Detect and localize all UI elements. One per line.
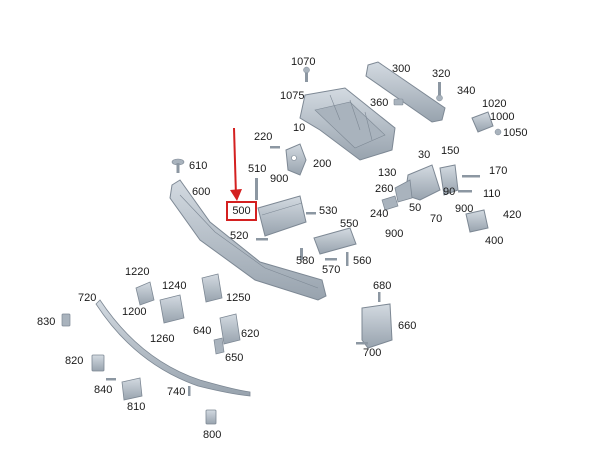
label-150: 150 bbox=[441, 145, 460, 157]
label-580: 580 bbox=[296, 255, 315, 267]
label-1070: 1070 bbox=[291, 56, 316, 68]
label-620: 620 bbox=[241, 328, 260, 340]
label-220: 220 bbox=[254, 131, 273, 143]
label-1250: 1250 bbox=[226, 292, 251, 304]
part-carrier[interactable] bbox=[299, 87, 396, 161]
label-260: 260 bbox=[375, 183, 394, 195]
part-bolt-110[interactable] bbox=[458, 190, 472, 193]
label-10: 10 bbox=[293, 122, 306, 134]
part-cover-660[interactable] bbox=[361, 303, 393, 349]
label-530: 530 bbox=[319, 205, 338, 217]
part-bracket-1000[interactable] bbox=[471, 111, 502, 136]
part-clip-830[interactable] bbox=[61, 313, 71, 327]
part-screw-530[interactable] bbox=[306, 212, 316, 215]
part-bracket-200[interactable] bbox=[285, 143, 307, 176]
label-640: 640 bbox=[193, 325, 212, 337]
label-610: 610 bbox=[189, 160, 208, 172]
part-screw-700[interactable] bbox=[356, 342, 368, 345]
label-680: 680 bbox=[373, 280, 392, 292]
label-830: 830 bbox=[37, 316, 56, 328]
part-bracket-1250[interactable] bbox=[201, 273, 223, 303]
label-840: 840 bbox=[94, 384, 113, 396]
part-bolt-1070[interactable] bbox=[303, 66, 310, 82]
label-500-highlight: 500 bbox=[226, 201, 257, 221]
label-560: 560 bbox=[353, 255, 372, 267]
label-300: 300 bbox=[392, 63, 411, 75]
label-420: 420 bbox=[503, 209, 522, 221]
label-1260: 1260 bbox=[150, 333, 175, 345]
part-screw-220[interactable] bbox=[270, 146, 280, 149]
part-sensor-820[interactable] bbox=[91, 354, 105, 372]
part-clip-260[interactable] bbox=[381, 195, 399, 211]
label-170: 170 bbox=[489, 165, 508, 177]
label-320: 320 bbox=[432, 68, 451, 80]
label-700: 700 bbox=[363, 347, 382, 359]
part-clip-360[interactable] bbox=[393, 98, 404, 106]
label-1200: 1200 bbox=[122, 306, 147, 318]
label-900c: 900 bbox=[455, 203, 474, 215]
part-strip-720[interactable] bbox=[95, 299, 251, 397]
part-screw-520[interactable] bbox=[256, 238, 268, 241]
part-pin-610[interactable] bbox=[171, 158, 185, 173]
label-810: 810 bbox=[127, 401, 146, 413]
label-740: 740 bbox=[167, 386, 186, 398]
label-1240: 1240 bbox=[162, 280, 187, 292]
part-bracket-30[interactable] bbox=[394, 164, 459, 203]
label-1220: 1220 bbox=[125, 266, 150, 278]
label-110: 110 bbox=[483, 188, 501, 200]
label-720: 720 bbox=[78, 292, 97, 304]
label-550: 550 bbox=[340, 218, 359, 230]
label-70: 70 bbox=[430, 213, 443, 225]
part-screw-840[interactable] bbox=[106, 378, 116, 381]
label-900a: 900 bbox=[270, 173, 289, 185]
part-bracket-1200[interactable] bbox=[135, 281, 185, 324]
label-360: 360 bbox=[370, 97, 389, 109]
label-1075: 1075 bbox=[280, 90, 305, 102]
label-340: 340 bbox=[457, 85, 476, 97]
part-beam-600[interactable] bbox=[169, 179, 327, 301]
label-1000: 1000 bbox=[490, 111, 515, 123]
part-bolt-570[interactable] bbox=[325, 258, 337, 261]
part-bolt-170[interactable] bbox=[462, 175, 480, 178]
part-bolt-510[interactable] bbox=[255, 178, 258, 200]
part-absorber-500[interactable] bbox=[257, 195, 307, 237]
part-clip-800[interactable] bbox=[205, 409, 217, 425]
part-bolt-320[interactable] bbox=[436, 82, 443, 102]
label-1020: 1020 bbox=[482, 98, 507, 110]
part-bracket-620[interactable] bbox=[213, 313, 241, 355]
part-bar[interactable] bbox=[365, 61, 446, 123]
part-box-550[interactable] bbox=[313, 227, 357, 255]
label-900b: 900 bbox=[385, 228, 404, 240]
label-520: 520 bbox=[230, 230, 249, 242]
label-650: 650 bbox=[225, 352, 244, 364]
label-200: 200 bbox=[313, 158, 332, 170]
label-90: 90 bbox=[443, 186, 456, 198]
label-1050: 1050 bbox=[503, 127, 528, 139]
part-bracket-400[interactable] bbox=[465, 209, 489, 233]
highlight-arrow bbox=[230, 127, 242, 201]
label-30: 30 bbox=[418, 149, 431, 161]
label-240: 240 bbox=[370, 208, 389, 220]
label-500: 500 bbox=[232, 205, 251, 217]
part-bolt-580[interactable] bbox=[300, 248, 303, 260]
label-130: 130 bbox=[378, 167, 397, 179]
label-400: 400 bbox=[485, 235, 504, 247]
label-660: 660 bbox=[398, 320, 417, 332]
part-bolt-560[interactable] bbox=[346, 252, 349, 266]
label-50: 50 bbox=[409, 202, 422, 214]
label-800: 800 bbox=[203, 429, 222, 441]
part-screw-680[interactable] bbox=[378, 292, 381, 302]
label-820: 820 bbox=[65, 355, 84, 367]
part-screw-740[interactable] bbox=[188, 386, 191, 396]
label-600: 600 bbox=[192, 186, 211, 198]
label-510: 510 bbox=[248, 163, 267, 175]
label-570: 570 bbox=[322, 264, 341, 276]
part-bracket-810[interactable] bbox=[121, 377, 143, 401]
